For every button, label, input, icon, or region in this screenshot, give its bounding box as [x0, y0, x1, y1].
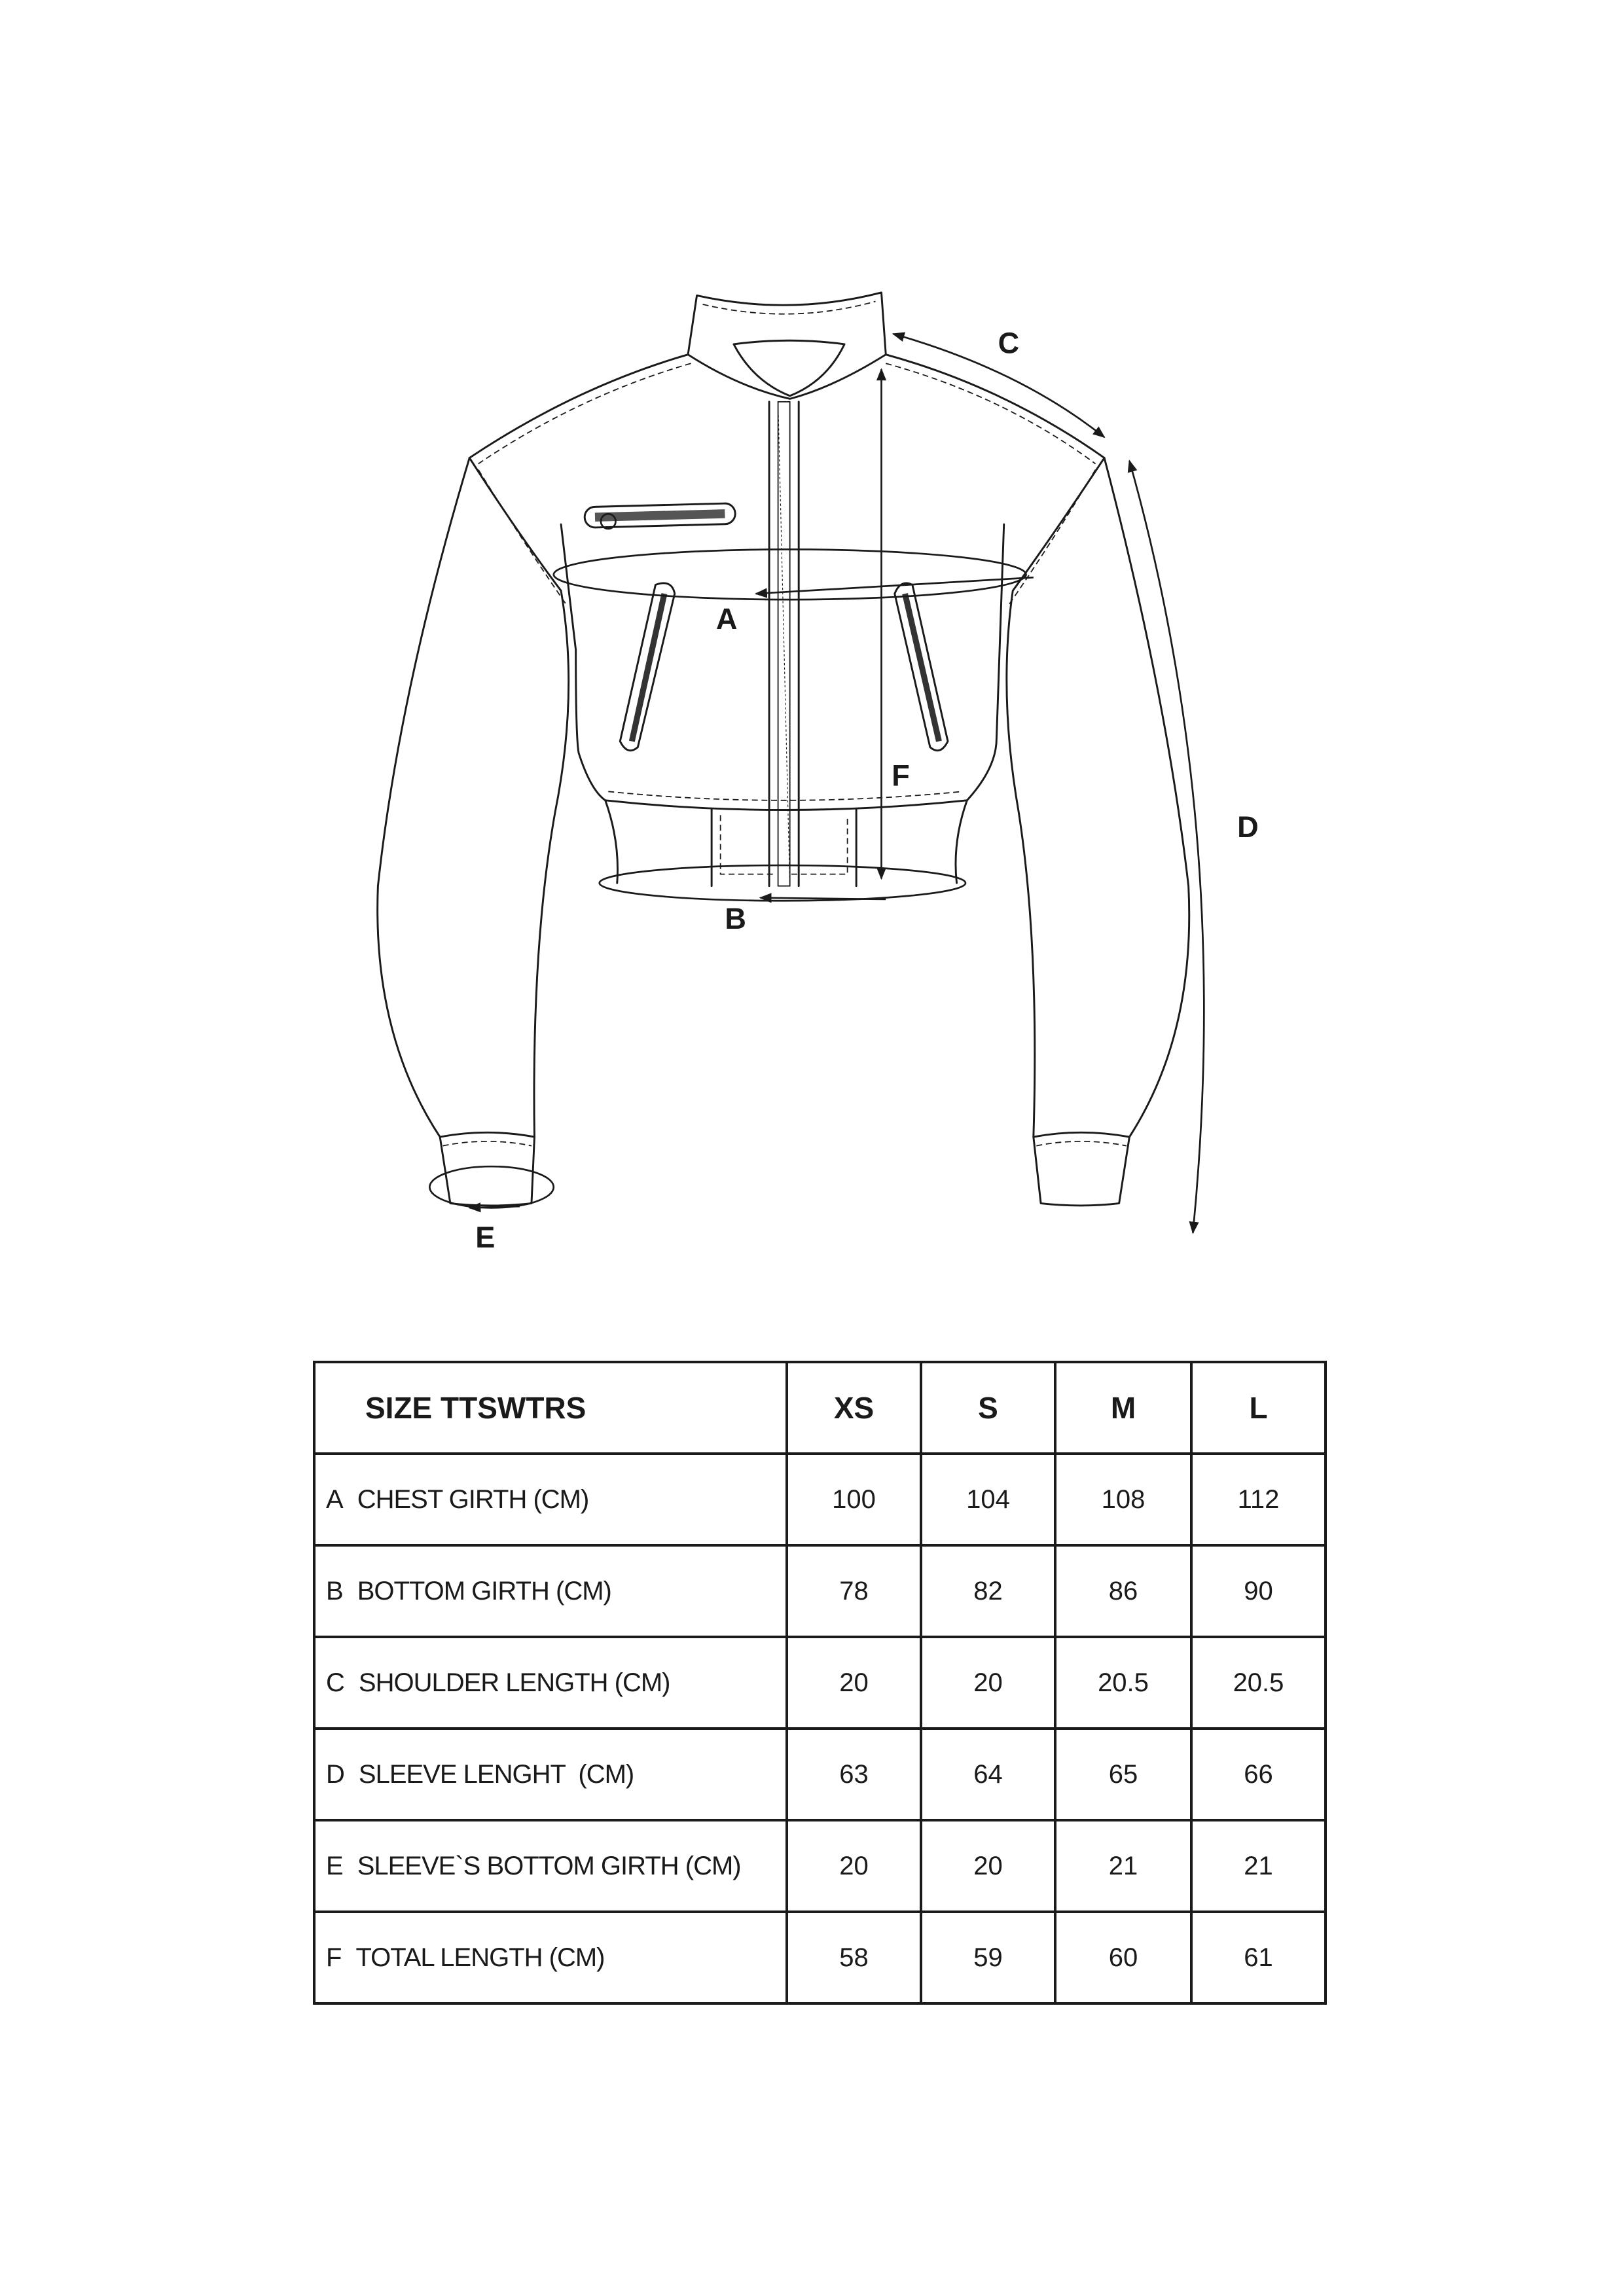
measurement-markers: A B C D E F: [428, 326, 1259, 1254]
label-a: A: [716, 602, 738, 636]
measurement-label: SLEEVE`S BOTTOM GIRTH (CM): [357, 1851, 742, 1880]
measurement-value: 61: [1190, 1910, 1327, 2005]
size-header: S: [920, 1361, 1056, 1455]
measurement-value: 66: [1190, 1727, 1327, 1821]
measurement-code: F: [326, 1943, 342, 1972]
jacket-outline: [376, 291, 1191, 1207]
measurement-value: 59: [920, 1910, 1056, 2005]
size-header: L: [1190, 1361, 1327, 1455]
measurement-label: SLEEVE LENGHT (CM): [358, 1759, 634, 1789]
measurement-name: A CHEST GIRTH (CM): [313, 1452, 788, 1547]
measurement-value: 20.5: [1190, 1636, 1327, 1730]
label-b: B: [725, 902, 746, 935]
measurement-label: BOTTOM GIRTH (CM): [357, 1576, 612, 1605]
measurement-code: C: [326, 1668, 345, 1697]
measurement-name: E SLEEVE`S BOTTOM GIRTH (CM): [313, 1819, 788, 1913]
measurement-value: 63: [785, 1727, 922, 1821]
measurement-value: 78: [785, 1544, 922, 1638]
measurement-name: F TOTAL LENGTH (CM): [313, 1910, 788, 2005]
label-c: C: [998, 326, 1020, 359]
table-title: SIZE TTSWTRS: [313, 1361, 788, 1455]
measurement-value: 20: [920, 1636, 1056, 1730]
measurement-code: B: [326, 1576, 344, 1605]
label-e: E: [475, 1221, 495, 1254]
measurement-value: 20: [920, 1819, 1056, 1913]
size-chart-table: SIZE TTSWTRS XS S M L A CHEST GIRTH (CM) 1…: [313, 1361, 1327, 2005]
measurement-value: 112: [1190, 1452, 1327, 1547]
measurement-label: SHOULDER LENGTH (CM): [358, 1668, 671, 1697]
measurement-code: D: [326, 1759, 345, 1789]
measurement-value: 86: [1054, 1544, 1193, 1638]
measurement-name: C SHOULDER LENGTH (CM): [313, 1636, 788, 1730]
size-header: M: [1054, 1361, 1193, 1455]
measurement-code: A: [326, 1484, 344, 1514]
measurement-value: 20: [785, 1636, 922, 1730]
measurement-value: 20.5: [1054, 1636, 1193, 1730]
measurement-value: 60: [1054, 1910, 1193, 2005]
measurement-value: 104: [920, 1452, 1056, 1547]
measurement-value: 64: [920, 1727, 1056, 1821]
measurement-name: D SLEEVE LENGHT (CM): [313, 1727, 788, 1821]
label-d: D: [1237, 810, 1259, 844]
size-header: XS: [785, 1361, 922, 1455]
table-header-row: SIZE TTSWTRS XS S M L: [313, 1361, 1327, 1455]
measurement-value: 100: [785, 1452, 922, 1547]
measurement-name: B BOTTOM GIRTH (CM): [313, 1544, 788, 1638]
measurement-value: 65: [1054, 1727, 1193, 1821]
measurement-value: 108: [1054, 1452, 1193, 1547]
measurement-value: 20: [785, 1819, 922, 1913]
label-f: F: [892, 759, 910, 792]
measurement-value: 82: [920, 1544, 1056, 1638]
measurement-value: 21: [1190, 1819, 1327, 1913]
measurement-label: TOTAL LENGTH (CM): [355, 1943, 605, 1972]
measurement-value: 21: [1054, 1819, 1193, 1913]
measurement-code: E: [326, 1851, 344, 1880]
measurement-label: CHEST GIRTH (CM): [357, 1484, 590, 1514]
measurement-value: 90: [1190, 1544, 1327, 1638]
measurement-value: 58: [785, 1910, 922, 2005]
